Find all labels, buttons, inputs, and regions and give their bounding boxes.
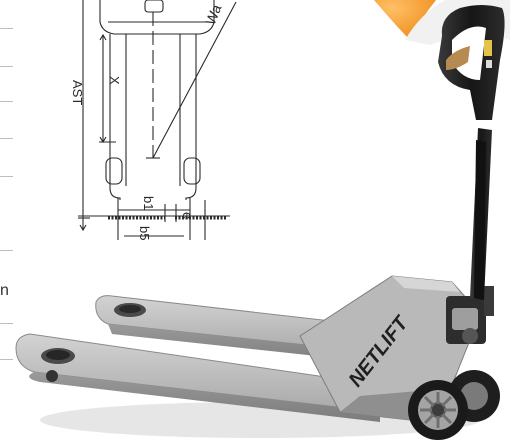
table-rule bbox=[0, 138, 13, 139]
table-rule bbox=[0, 250, 13, 251]
table-rule bbox=[0, 66, 13, 67]
table-rule bbox=[0, 359, 13, 360]
label-b1: b1 bbox=[141, 196, 156, 210]
dimension-drawing bbox=[78, 0, 237, 240]
label-ast: AST bbox=[70, 80, 85, 105]
table-rule bbox=[0, 101, 13, 102]
label-b5: b5 bbox=[137, 226, 152, 240]
table-rule bbox=[0, 323, 13, 324]
steering-wheel-front bbox=[408, 380, 468, 440]
hydraulic-pump bbox=[446, 286, 494, 344]
tiller-handle bbox=[438, 5, 505, 300]
cut-off-table-text: n bbox=[0, 282, 9, 299]
left-table-edge bbox=[0, 0, 14, 446]
label-e: e bbox=[180, 212, 195, 219]
label-x: X bbox=[107, 76, 122, 85]
table-rule bbox=[0, 28, 13, 29]
table-rule bbox=[0, 176, 13, 177]
label-wa: Wa bbox=[202, 2, 225, 27]
